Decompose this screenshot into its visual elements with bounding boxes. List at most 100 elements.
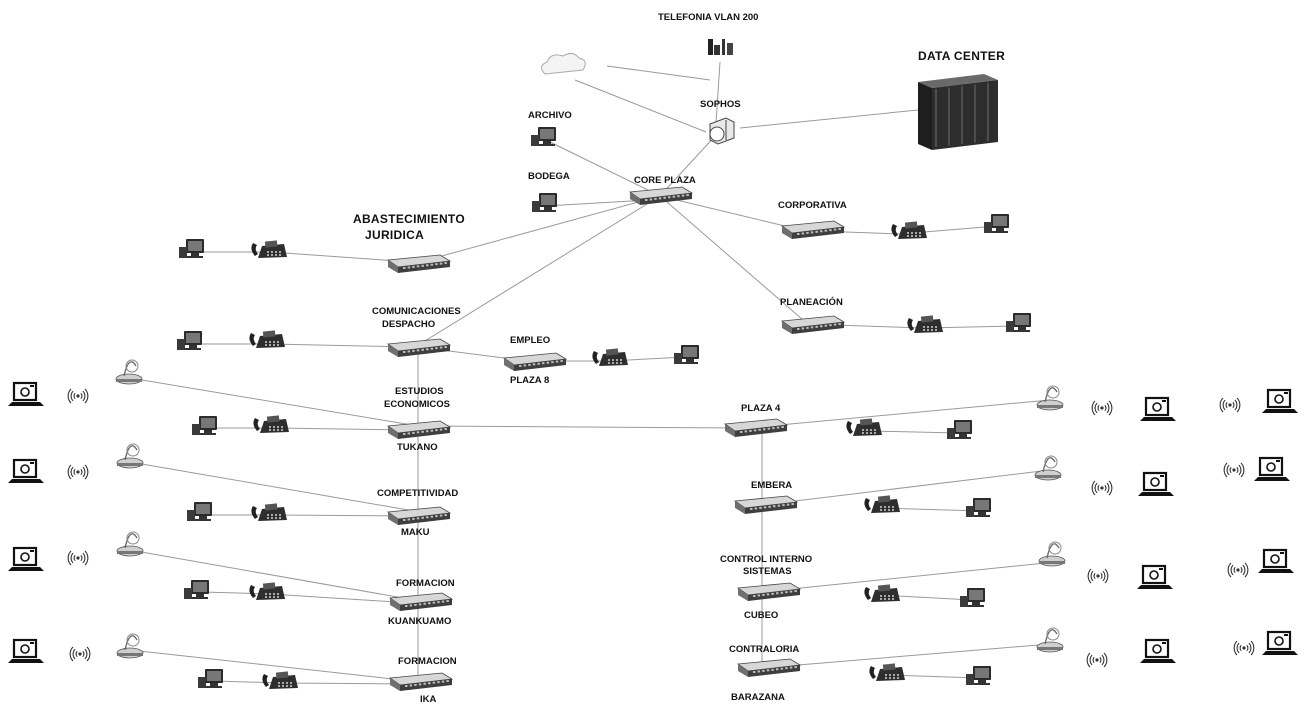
formacion-label-1: FORMACION [396, 578, 455, 589]
computer-icon [984, 214, 1009, 233]
laptop-icon [1140, 638, 1176, 663]
ika-label: IKA [420, 694, 437, 705]
corporativa-label: CORPORATIVA [778, 200, 847, 211]
economicos-label: ECONOMICOS [384, 399, 450, 410]
plaza8-label: PLAZA 8 [510, 375, 550, 386]
wifi-icon [69, 646, 91, 662]
ip-phone-icon [891, 221, 927, 239]
wifi-icon [67, 464, 89, 480]
ip-phone-icon [869, 663, 905, 681]
ip-phone-icon [251, 503, 287, 521]
network-link [547, 140, 661, 197]
archivo-label: ARCHIVO [528, 110, 572, 121]
computer-icon [177, 331, 202, 350]
switch-icon [736, 582, 802, 601]
access-point-icon [116, 531, 144, 557]
network-links [129, 61, 1056, 685]
data-center-label: DATA CENTER [918, 49, 1006, 63]
switch-icon [733, 495, 799, 514]
switch-icon [780, 315, 846, 334]
estudios-label: ESTUDIOS [395, 386, 444, 397]
network-link [274, 427, 411, 431]
network-link [419, 195, 661, 345]
network-link [761, 469, 1051, 506]
ip-phone-icon [864, 495, 900, 513]
network-link [419, 195, 661, 263]
switch-icon [386, 254, 452, 273]
core-plaza-label: CORE PLAZA [634, 175, 696, 186]
switch-icon [388, 592, 454, 611]
laptop-icon [1262, 388, 1298, 413]
access-point-icon [1038, 541, 1066, 567]
cloud-icon [541, 52, 586, 75]
network-link [659, 195, 804, 321]
laptop-icon [1262, 630, 1298, 655]
access-point-icon [1036, 627, 1064, 653]
computer-icon [1006, 313, 1031, 332]
formacion-label-2: FORMACION [398, 656, 457, 667]
telefonia-label: TELEFONIA VLAN 200 [658, 12, 759, 23]
network-link [129, 377, 419, 427]
computer-icon [187, 502, 212, 521]
network-link [417, 425, 748, 429]
competitividad-label: COMPETITIVIDAD [377, 488, 459, 499]
wifi-icon [1219, 397, 1241, 413]
sistemas-label: SISTEMAS [743, 566, 792, 577]
computer-icon [198, 669, 223, 688]
ip-phone-icon [253, 415, 289, 433]
access-point-icon [1034, 455, 1062, 481]
computer-icon [532, 193, 557, 212]
laptop-icon [1138, 471, 1174, 496]
switch-icon [780, 220, 846, 239]
network-link [129, 549, 421, 602]
computer-icon [184, 580, 209, 599]
access-point-icon [116, 633, 144, 659]
planeacion-label: PLANEACIÓN [780, 297, 843, 308]
switch-icon [386, 338, 452, 357]
computer-icon [960, 588, 985, 607]
computer-icon [966, 498, 991, 517]
contraloria-label: CONTRALORIA [729, 644, 800, 655]
ip-phone-icon [249, 582, 285, 600]
cubeo-label: CUBEO [744, 610, 779, 621]
firewall-icon [709, 117, 735, 145]
kuankuamo-label: KUANKUAMO [388, 616, 452, 627]
switch-icon [388, 672, 454, 691]
abastecimiento-label: ABASTECIMIENTO [353, 212, 465, 226]
switch-icon [736, 658, 802, 677]
wifi-icon [1091, 480, 1113, 496]
sophos-label: SOPHOS [700, 99, 741, 110]
access-point-icon [1036, 385, 1064, 411]
empleo-label: EMPLEO [510, 335, 551, 346]
wifi-icon [1086, 652, 1108, 668]
barazana-label: BARAZANA [731, 692, 785, 703]
ip-phone-icon [907, 315, 943, 333]
ip-phone-icon [251, 240, 287, 258]
network-link [869, 430, 959, 434]
network-link [761, 643, 1051, 669]
network-link [746, 399, 1051, 429]
maku-label: MAKU [401, 527, 430, 538]
laptop-icon [1140, 396, 1176, 421]
network-link [129, 649, 421, 683]
wifi-icon [1233, 640, 1255, 656]
computer-icon [531, 127, 556, 146]
computer-icon [192, 416, 217, 435]
computer-icon [674, 345, 699, 364]
wifi-icon [1223, 462, 1245, 478]
network-link [213, 680, 283, 684]
ip-phone-icon [592, 348, 628, 366]
ip-phone-icon [864, 584, 900, 602]
bodega-label: BODEGA [528, 171, 570, 182]
tukano-label: TUKANO [397, 442, 438, 453]
ip-phone-icon [262, 671, 298, 689]
network-link [659, 195, 794, 229]
ip-phone-icon [846, 418, 882, 436]
computer-icon [947, 420, 972, 439]
embera-label: EMBERA [751, 480, 793, 491]
network-link [574, 79, 707, 133]
switch-icon [502, 352, 568, 371]
network-link [761, 561, 1056, 593]
